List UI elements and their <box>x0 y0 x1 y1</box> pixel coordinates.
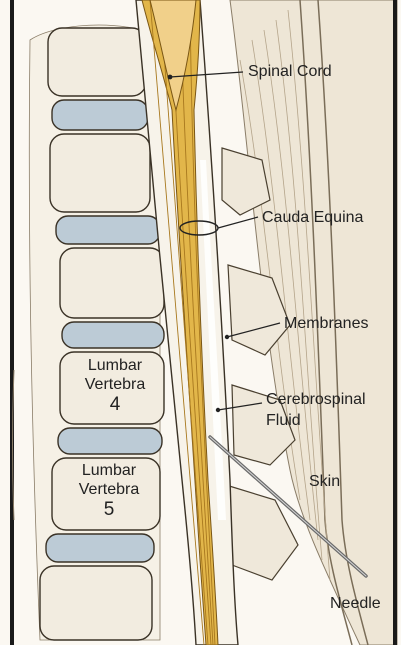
cauda-equina-label: Cauda Equina <box>262 208 363 227</box>
skin-label: Skin <box>309 472 340 491</box>
right-frame-border <box>393 0 397 645</box>
spinal-cord-label: Spinal Cord <box>248 62 332 81</box>
vertebra-l5-line2: Vertebra <box>66 480 152 499</box>
vertebra-l4-label: Lumbar Vertebra 4 <box>72 356 158 415</box>
vertebra-l4-line1: Lumbar <box>72 356 158 375</box>
csf-dot <box>216 408 220 412</box>
membranes-dot <box>225 335 229 339</box>
vertebral-column <box>29 25 164 640</box>
membranes-label: Membranes <box>284 314 368 333</box>
spinal-cord-dot <box>168 75 173 80</box>
vertebra-l4-number: 4 <box>72 394 158 415</box>
left-edge-detail <box>13 370 15 520</box>
vertebra-l4-line2: Vertebra <box>72 375 158 394</box>
vertebra-l5-line1: Lumbar <box>66 461 152 480</box>
vertebra-l5-label: Lumbar Vertebra 5 <box>66 461 152 520</box>
needle-label: Needle <box>330 594 381 613</box>
csf-label-line1: Cerebrospinal <box>266 390 366 409</box>
csf-label-line2: Fluid <box>266 411 301 430</box>
vertebra-l5-number: 5 <box>66 499 152 520</box>
